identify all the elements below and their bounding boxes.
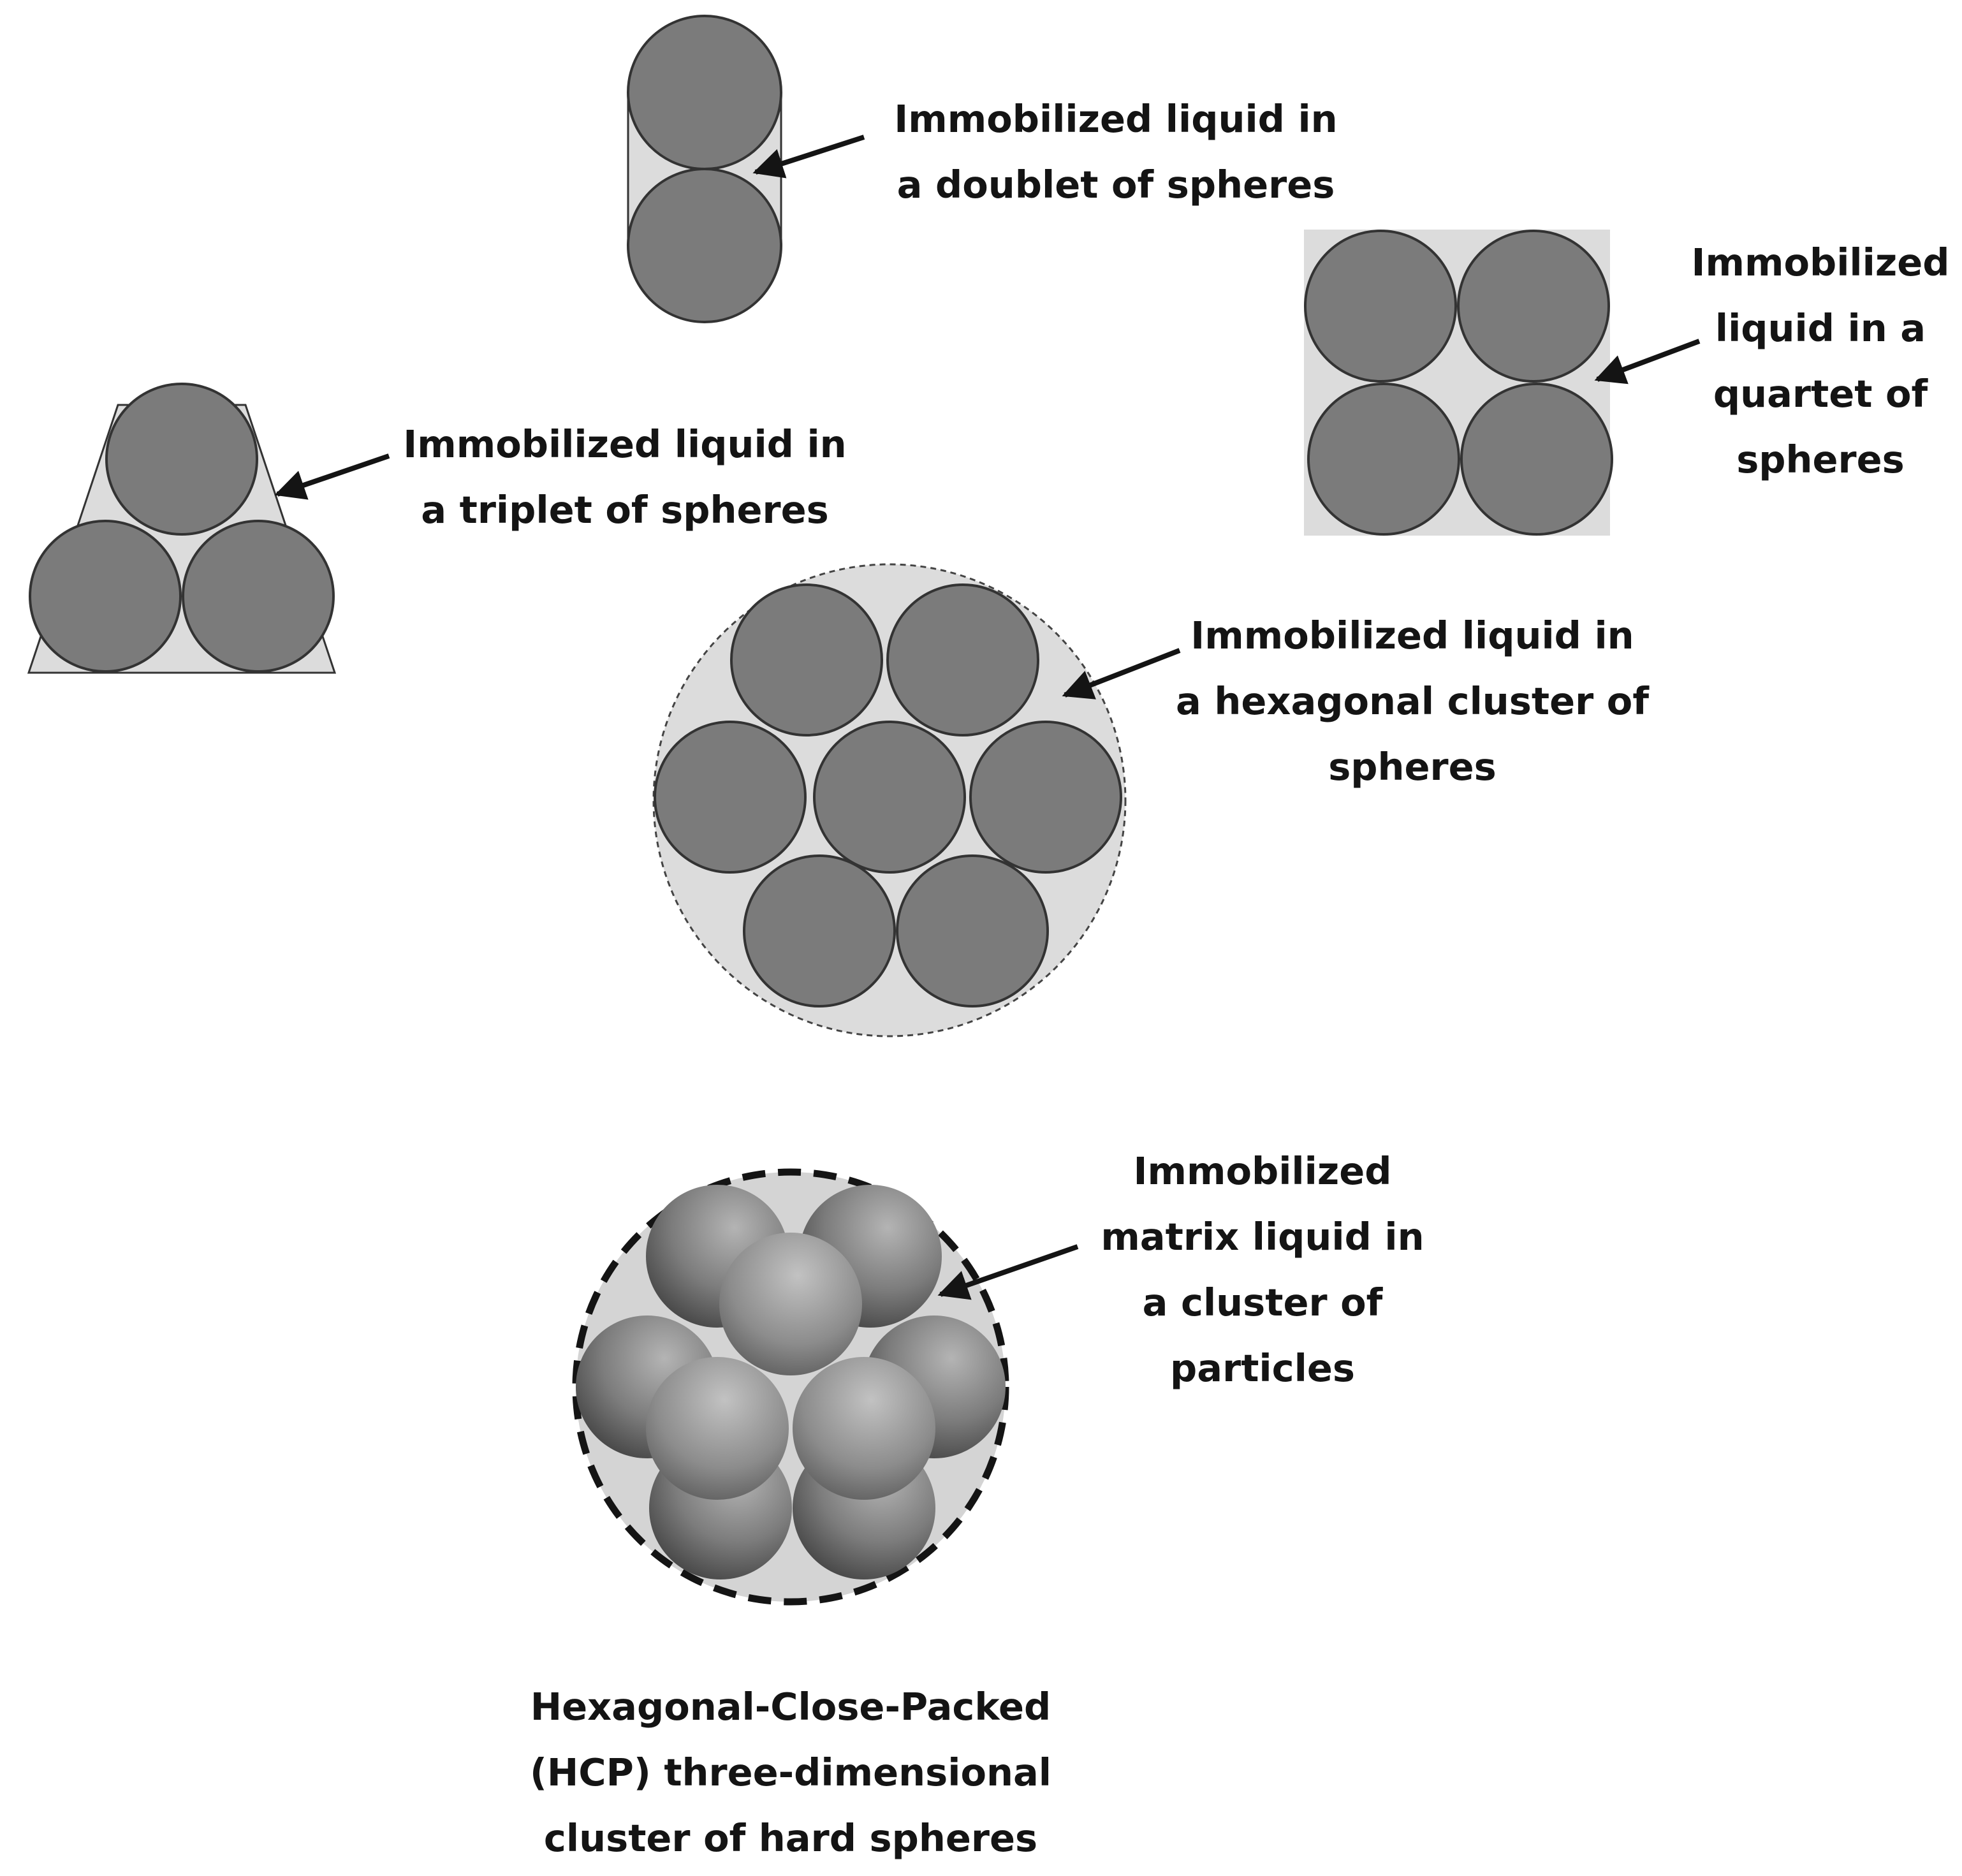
hcp-arrow — [937, 1244, 1079, 1300]
quartet-arrow — [1594, 339, 1701, 385]
doublet-label: Immobilized liquid in a doublet of spher… — [880, 86, 1352, 217]
hcp-matrix-label-line: Immobilized — [1133, 1149, 1392, 1193]
hcp-sphere — [793, 1357, 935, 1500]
hcp-sphere — [646, 1357, 789, 1500]
hexagonal-sphere — [730, 583, 883, 736]
triplet-sphere — [29, 520, 182, 673]
hcp-caption-line: (HCP) three-dimensional — [529, 1750, 1052, 1794]
hexagonal-label-line: spheres — [1328, 745, 1497, 789]
hexagonal-arrow — [1062, 648, 1181, 700]
hexagonal-sphere — [886, 583, 1039, 736]
quartet-label-line: Immobilized — [1691, 240, 1950, 284]
doublet-label-line: a doublet of spheres — [897, 163, 1335, 207]
hexagonal-cluster — [652, 563, 1127, 1037]
hexagonal-sphere — [813, 721, 966, 874]
hcp-cluster — [572, 1168, 1009, 1606]
hcp-caption: Hexagonal-Close-Packed (HCP) three-dimen… — [529, 1674, 1052, 1871]
hexagonal-sphere — [743, 854, 896, 1008]
hexagonal-label: Immobilized liquid in a hexagonal cluste… — [1160, 603, 1664, 800]
quartet-sphere — [1304, 230, 1457, 383]
hexagonal-label-line: Immobilized liquid in — [1190, 613, 1634, 657]
doublet-label-line: Immobilized liquid in — [894, 97, 1338, 141]
quartet-label-line: quartet of — [1713, 372, 1928, 416]
triplet-label-line: Immobilized liquid in — [403, 422, 847, 466]
quartet-cluster — [1304, 230, 1613, 536]
triplet-label-line: a triplet of spheres — [421, 488, 829, 532]
hcp-caption-line: Hexagonal-Close-Packed — [530, 1685, 1051, 1729]
triplet-sphere — [105, 383, 258, 536]
hcp-caption-line: cluster of hard spheres — [543, 1816, 1038, 1860]
hexagonal-label-line: a hexagonal cluster of — [1176, 679, 1649, 723]
hcp-matrix-label-line: matrix liquid in — [1101, 1215, 1424, 1259]
quartet-label-line: spheres — [1736, 437, 1905, 481]
triplet-label: Immobilized liquid in a triplet of spher… — [395, 411, 854, 543]
triplet-sphere — [182, 520, 335, 673]
quartet-label-line: liquid in a — [1715, 306, 1926, 350]
hcp-matrix-label-line: particles — [1170, 1346, 1355, 1390]
doublet-sphere — [627, 168, 782, 323]
quartet-sphere — [1460, 383, 1613, 536]
hcp-matrix-label-line: a cluster of — [1142, 1280, 1383, 1324]
hexagonal-sphere — [654, 721, 807, 874]
quartet-sphere — [1307, 383, 1460, 536]
hexagonal-sphere — [969, 721, 1122, 874]
doublet-sphere — [627, 15, 782, 170]
hexagonal-sphere — [896, 854, 1049, 1008]
hcp-matrix-label: Immobilized matrix liquid in a cluster o… — [1071, 1138, 1454, 1401]
triplet-cluster — [27, 383, 337, 674]
quartet-sphere — [1457, 230, 1610, 383]
hcp-sphere — [719, 1233, 862, 1375]
doublet-arrow — [752, 135, 865, 179]
triplet-arrow — [274, 453, 390, 500]
quartet-label: Immobilized liquid in a quartet of spher… — [1683, 230, 1958, 492]
